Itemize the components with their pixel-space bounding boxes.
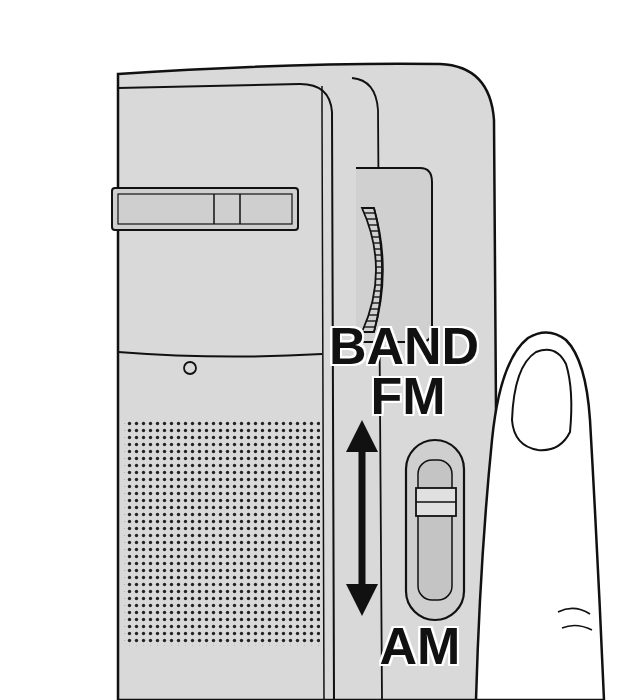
- indicator-lamp: [184, 362, 196, 374]
- face-edge: [322, 86, 324, 700]
- dial-pointer: [239, 194, 241, 224]
- finger: [476, 332, 604, 700]
- switch-label: AM: [380, 620, 461, 672]
- tuning-wheel: [362, 208, 382, 332]
- switch-slot: [406, 440, 464, 620]
- panel-divider: [118, 352, 322, 357]
- dial-pointer: [213, 194, 215, 224]
- arrow-head: [346, 420, 378, 452]
- switch-slider: [416, 488, 456, 516]
- radio-body: [118, 64, 498, 700]
- speaker-grille: [124, 420, 320, 646]
- switch-label: BAND: [329, 320, 479, 372]
- fingernail: [512, 350, 571, 450]
- arrow-head: [346, 584, 378, 616]
- tuning-recess: [356, 168, 432, 342]
- knuckle-crease: [558, 608, 590, 614]
- knuckle-crease: [562, 625, 592, 630]
- front-face: [118, 84, 334, 700]
- switch-label: FM: [370, 370, 445, 422]
- direction-arrow: [359, 444, 366, 592]
- dial-window: [112, 188, 298, 230]
- dial-window-inner: [118, 194, 292, 224]
